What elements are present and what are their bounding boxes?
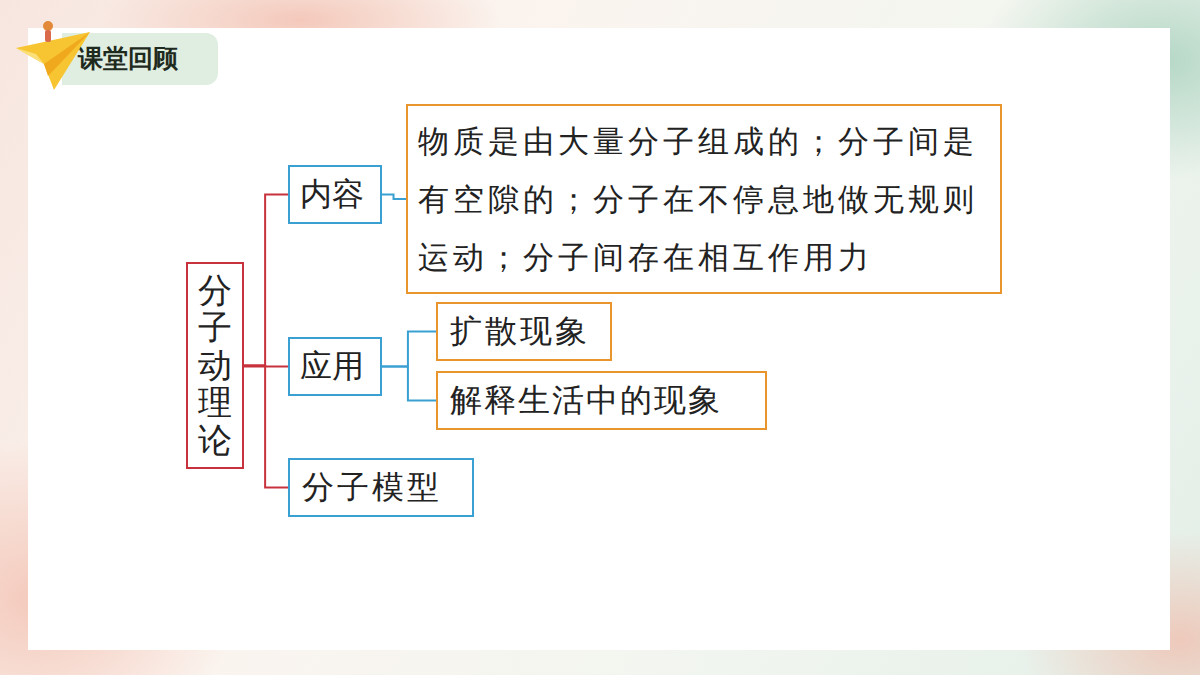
connector (382, 195, 406, 200)
branch-box: 内容 (288, 165, 382, 224)
leaf-box: 解释生活中的现象 (436, 371, 767, 430)
root-box: 分子动理论 (186, 262, 244, 469)
connector (382, 332, 436, 367)
connector (244, 195, 288, 366)
branch-box: 应用 (288, 337, 382, 396)
node-label: 应用 (300, 345, 370, 388)
leaf-box: 扩散现象 (436, 302, 612, 361)
content-box: 物质是由大量分子组成的；分子间是有空隙的；分子在不停息地做无规则运动；分子间存在… (406, 104, 1002, 294)
header-tab: 课堂回顾 (62, 33, 218, 85)
connector (244, 365, 288, 487)
node-label: 物质是由大量分子组成的；分子间是有空隙的；分子在不停息地做无规则运动；分子间存在… (418, 112, 990, 286)
node-label: 内容 (300, 173, 370, 216)
node-label: 分子动理论 (198, 272, 232, 459)
node-label: 解释生活中的现象 (450, 379, 753, 422)
branch-box: 分子模型 (288, 458, 474, 517)
node-label: 分子模型 (302, 466, 460, 509)
connector (382, 367, 436, 401)
paper-plane-icon (8, 18, 98, 96)
node-label: 扩散现象 (450, 310, 598, 353)
header-title: 课堂回顾 (78, 44, 178, 73)
